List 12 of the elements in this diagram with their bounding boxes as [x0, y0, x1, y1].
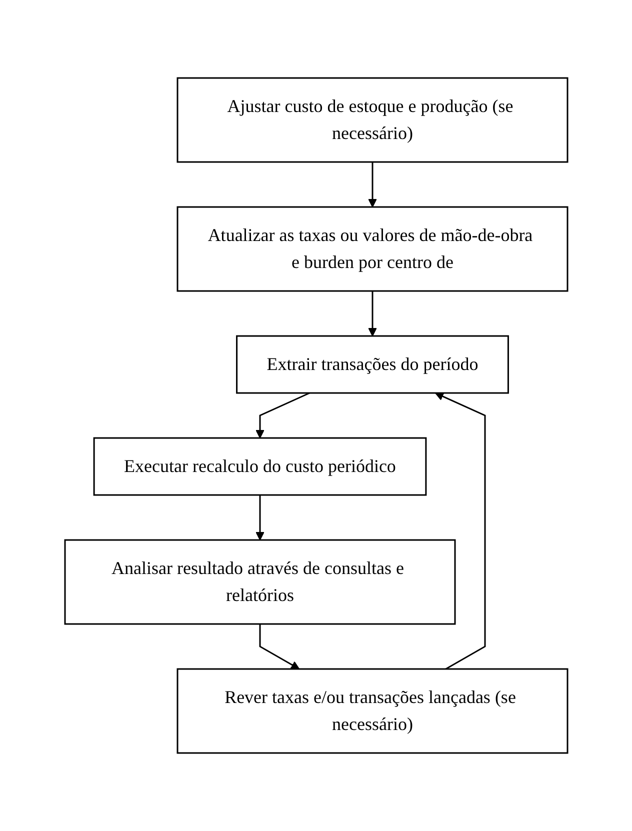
node-box: Rever taxas e/ou transações lançadas (se necessário): [176, 668, 568, 754]
node-box: Analisar resultado através de consultas e relatórios: [64, 539, 456, 625]
arrow: [255, 495, 264, 540]
arrow: [255, 392, 310, 438]
node-box: Ajustar custo de estoque e produção (se necessário): [176, 77, 568, 163]
node-box: Executar recalculo do custo periódico: [93, 437, 426, 496]
node-box: Atualizar as taxas ou valores de mão-de-obra e burden por centro de: [176, 206, 568, 292]
node-box: Extrair transações do período: [236, 335, 509, 394]
arrow: [368, 162, 377, 208]
arrow: [434, 392, 486, 670]
arrow: [259, 624, 300, 670]
arrow: [368, 291, 377, 336]
